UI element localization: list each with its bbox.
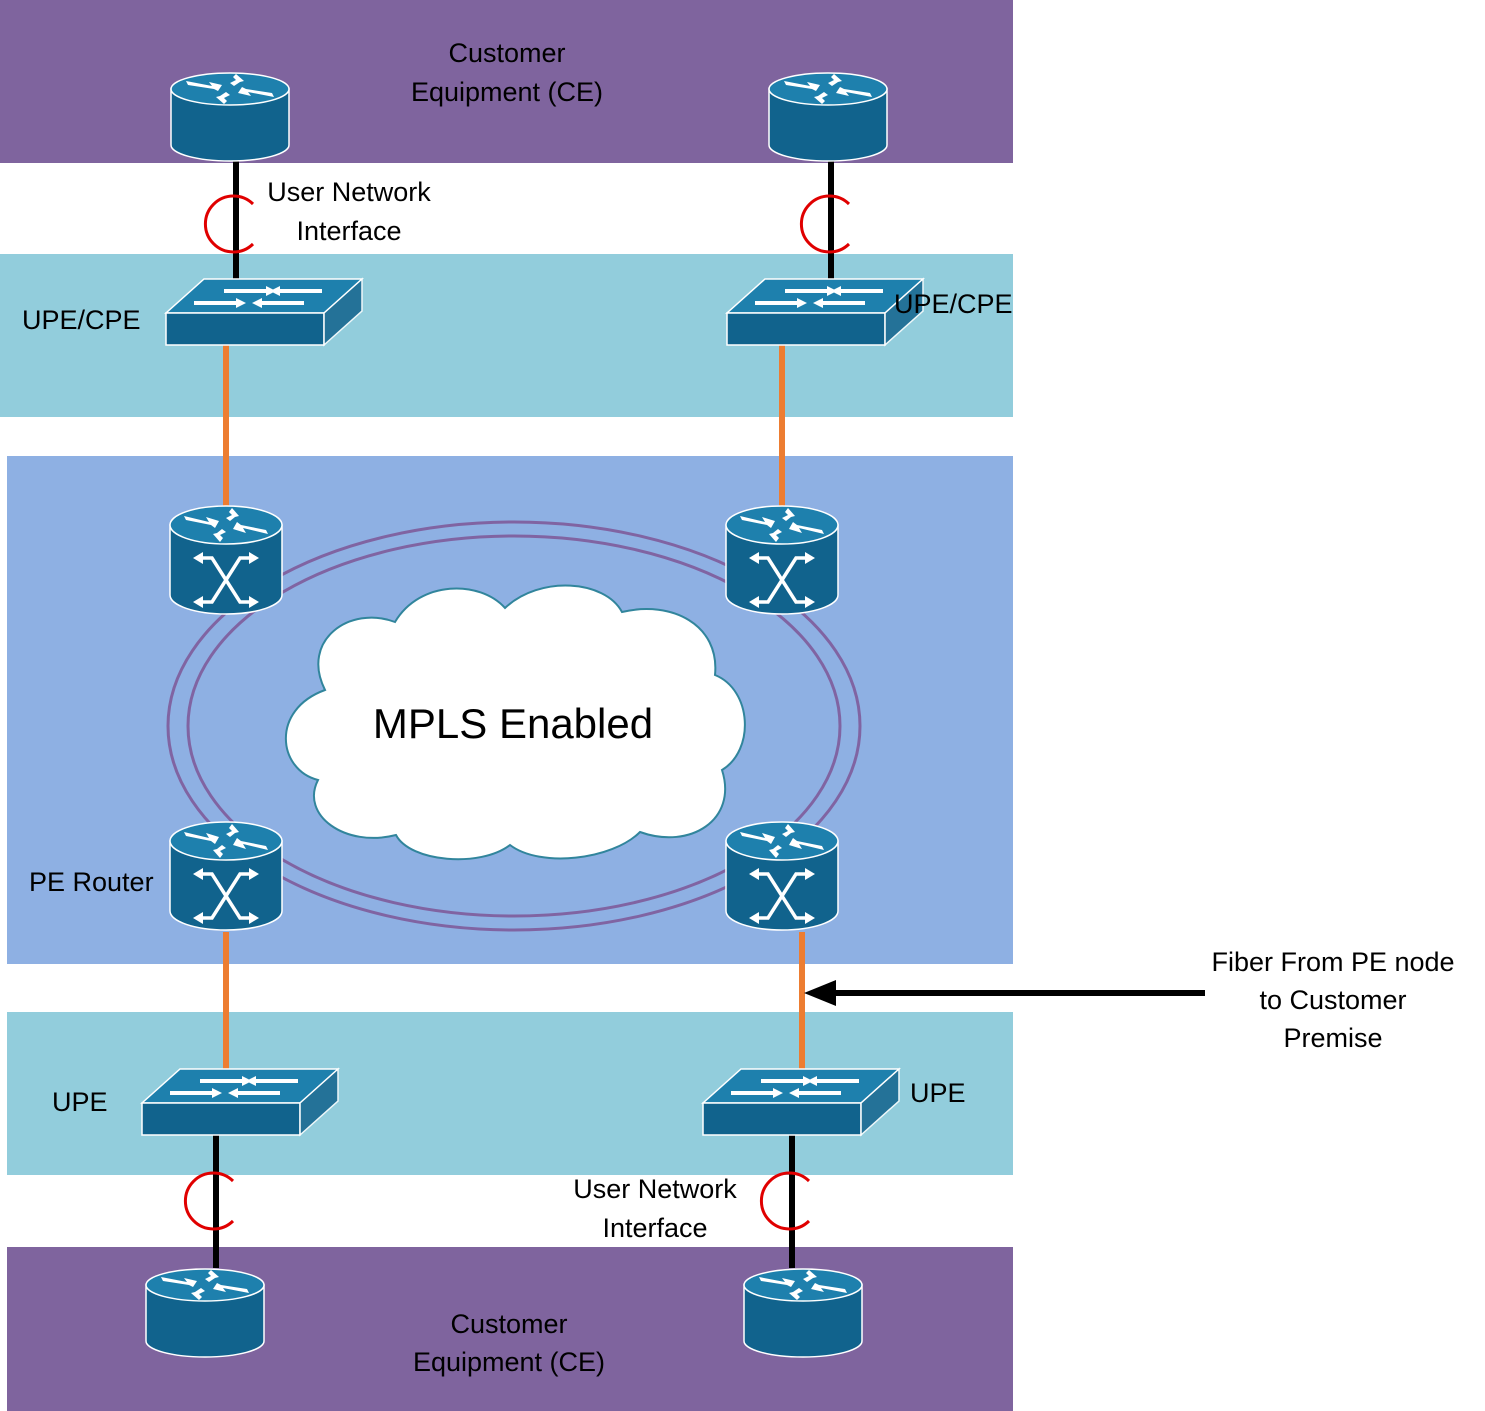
ce-bottom-label-line1: Customer — [450, 1309, 567, 1339]
uni-top-label-line1: User Network — [267, 177, 431, 207]
switch-icon-upe-cpe-left — [165, 278, 363, 346]
router-icon-ce-top-right — [768, 72, 888, 162]
router-with-crossconnect-icon-top-left — [168, 504, 284, 616]
fiber-label-line2: to Customer — [1259, 985, 1406, 1015]
upe-cpe-left-label: UPE/CPE — [22, 305, 141, 335]
uni-marker-bottom-right — [759, 1171, 811, 1231]
mpls-cloud-label: MPLS Enabled — [373, 700, 653, 747]
uni-bottom-label-line2: Interface — [602, 1213, 707, 1243]
uni-top-label-line2: Interface — [296, 216, 401, 246]
uni-bottom-label-line1: User Network — [573, 1174, 737, 1204]
ce-bottom-label-line2: Equipment (CE) — [413, 1347, 605, 1377]
switch-icon-upe-right — [702, 1068, 900, 1136]
router-with-crossconnect-icon-bottom-left — [168, 820, 284, 932]
mpls-ring-inner — [186, 534, 842, 918]
upe-left-label: UPE — [52, 1087, 108, 1117]
uni-marker-top-left — [203, 194, 255, 254]
router-with-crossconnect-icon-bottom-right — [724, 820, 840, 932]
router-icon-ce-bottom-left — [145, 1268, 265, 1358]
router-with-crossconnect-icon-top-right — [724, 504, 840, 616]
uni-marker-top-right — [799, 194, 851, 254]
switch-icon-upe-left — [141, 1068, 339, 1136]
pe-router-label: PE Router — [29, 867, 154, 897]
cloud-icon — [285, 584, 746, 861]
router-icon-ce-bottom-right — [743, 1268, 863, 1358]
router-icon-ce-top-left — [170, 72, 290, 162]
fiber-label-line1: Fiber From PE node — [1211, 947, 1454, 977]
fiber-callout-arrowhead — [804, 980, 836, 1006]
fiber-label-line3: Premise — [1283, 1023, 1382, 1053]
uni-marker-bottom-left — [183, 1171, 235, 1231]
upe-right-label: UPE — [910, 1078, 966, 1108]
upe-cpe-right-label: UPE/CPE — [894, 289, 1013, 319]
mpls-ring-outer — [166, 520, 862, 932]
ce-top-label-line1: Customer — [448, 38, 565, 68]
ce-top-label-line2: Equipment (CE) — [411, 77, 603, 107]
